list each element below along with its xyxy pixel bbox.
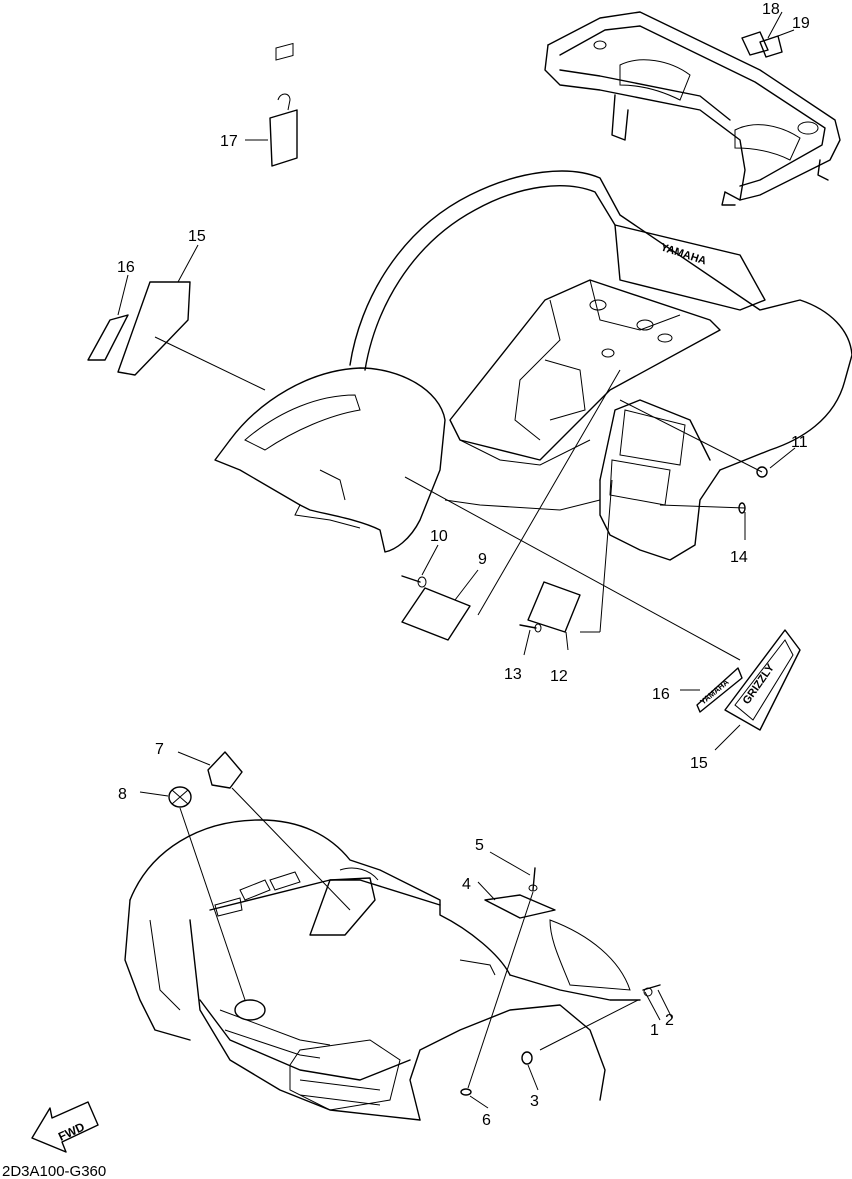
fwd-arrow-icon <box>31 1101 99 1153</box>
callout-16-left: 16 <box>117 259 135 276</box>
callout-19: 19 <box>792 15 810 32</box>
callout-4: 4 <box>462 876 471 893</box>
callout-15-right: 15 <box>690 755 708 772</box>
part-7-decal <box>207 751 243 789</box>
callout-13: 13 <box>504 666 522 683</box>
front-fender <box>124 819 641 1121</box>
part-13-screw <box>519 623 542 633</box>
part-5-screw <box>528 867 538 892</box>
part-12-plate <box>527 581 581 633</box>
callout-8: 8 <box>118 786 127 803</box>
part-10-screw <box>401 575 427 588</box>
callout-6: 6 <box>482 1112 491 1129</box>
part-6-nut <box>460 1088 472 1096</box>
callout-10: 10 <box>430 528 448 545</box>
callout-9: 9 <box>478 551 487 568</box>
callout-14: 14 <box>730 549 748 566</box>
part-2-screw <box>642 984 661 997</box>
part-15-16-left-decals <box>87 281 191 376</box>
callout-16-right: 16 <box>652 686 670 703</box>
callout-5: 5 <box>475 837 484 854</box>
callout-2: 2 <box>665 1012 674 1029</box>
leader-lines <box>117 11 796 1109</box>
part-18-19-decals <box>741 31 783 58</box>
part-8-emblem <box>168 786 192 808</box>
callout-3: 3 <box>530 1093 539 1110</box>
callout-1: 1 <box>650 1022 659 1039</box>
rear-fender: YAMAHA <box>214 170 852 561</box>
yamaha-decal-text: YAMAHA <box>699 677 731 706</box>
callout-7: 7 <box>155 741 164 758</box>
callout-12: 12 <box>550 668 568 685</box>
fwd-label: FWD <box>56 1120 87 1144</box>
part-11-grommet <box>756 466 768 478</box>
callout-18: 18 <box>762 1 780 18</box>
grizzly-decal-text: GRIZZLY <box>741 662 778 707</box>
rear-carrier <box>544 11 841 206</box>
callout-labels: 17 18 19 15 16 11 14 10 9 13 12 16 15 7 … <box>117 1 810 1129</box>
diagram-code: 2D3A100-G360 <box>2 1163 106 1179</box>
part-3-grommet <box>521 1051 533 1065</box>
fwd-arrow: FWD <box>31 1101 99 1153</box>
part-9-plate <box>401 587 471 641</box>
callout-17: 17 <box>220 133 238 150</box>
part-17-tag <box>269 42 298 167</box>
part-4-decal <box>484 894 556 919</box>
callout-11: 11 <box>791 434 808 451</box>
callout-15-left: 15 <box>188 228 206 245</box>
